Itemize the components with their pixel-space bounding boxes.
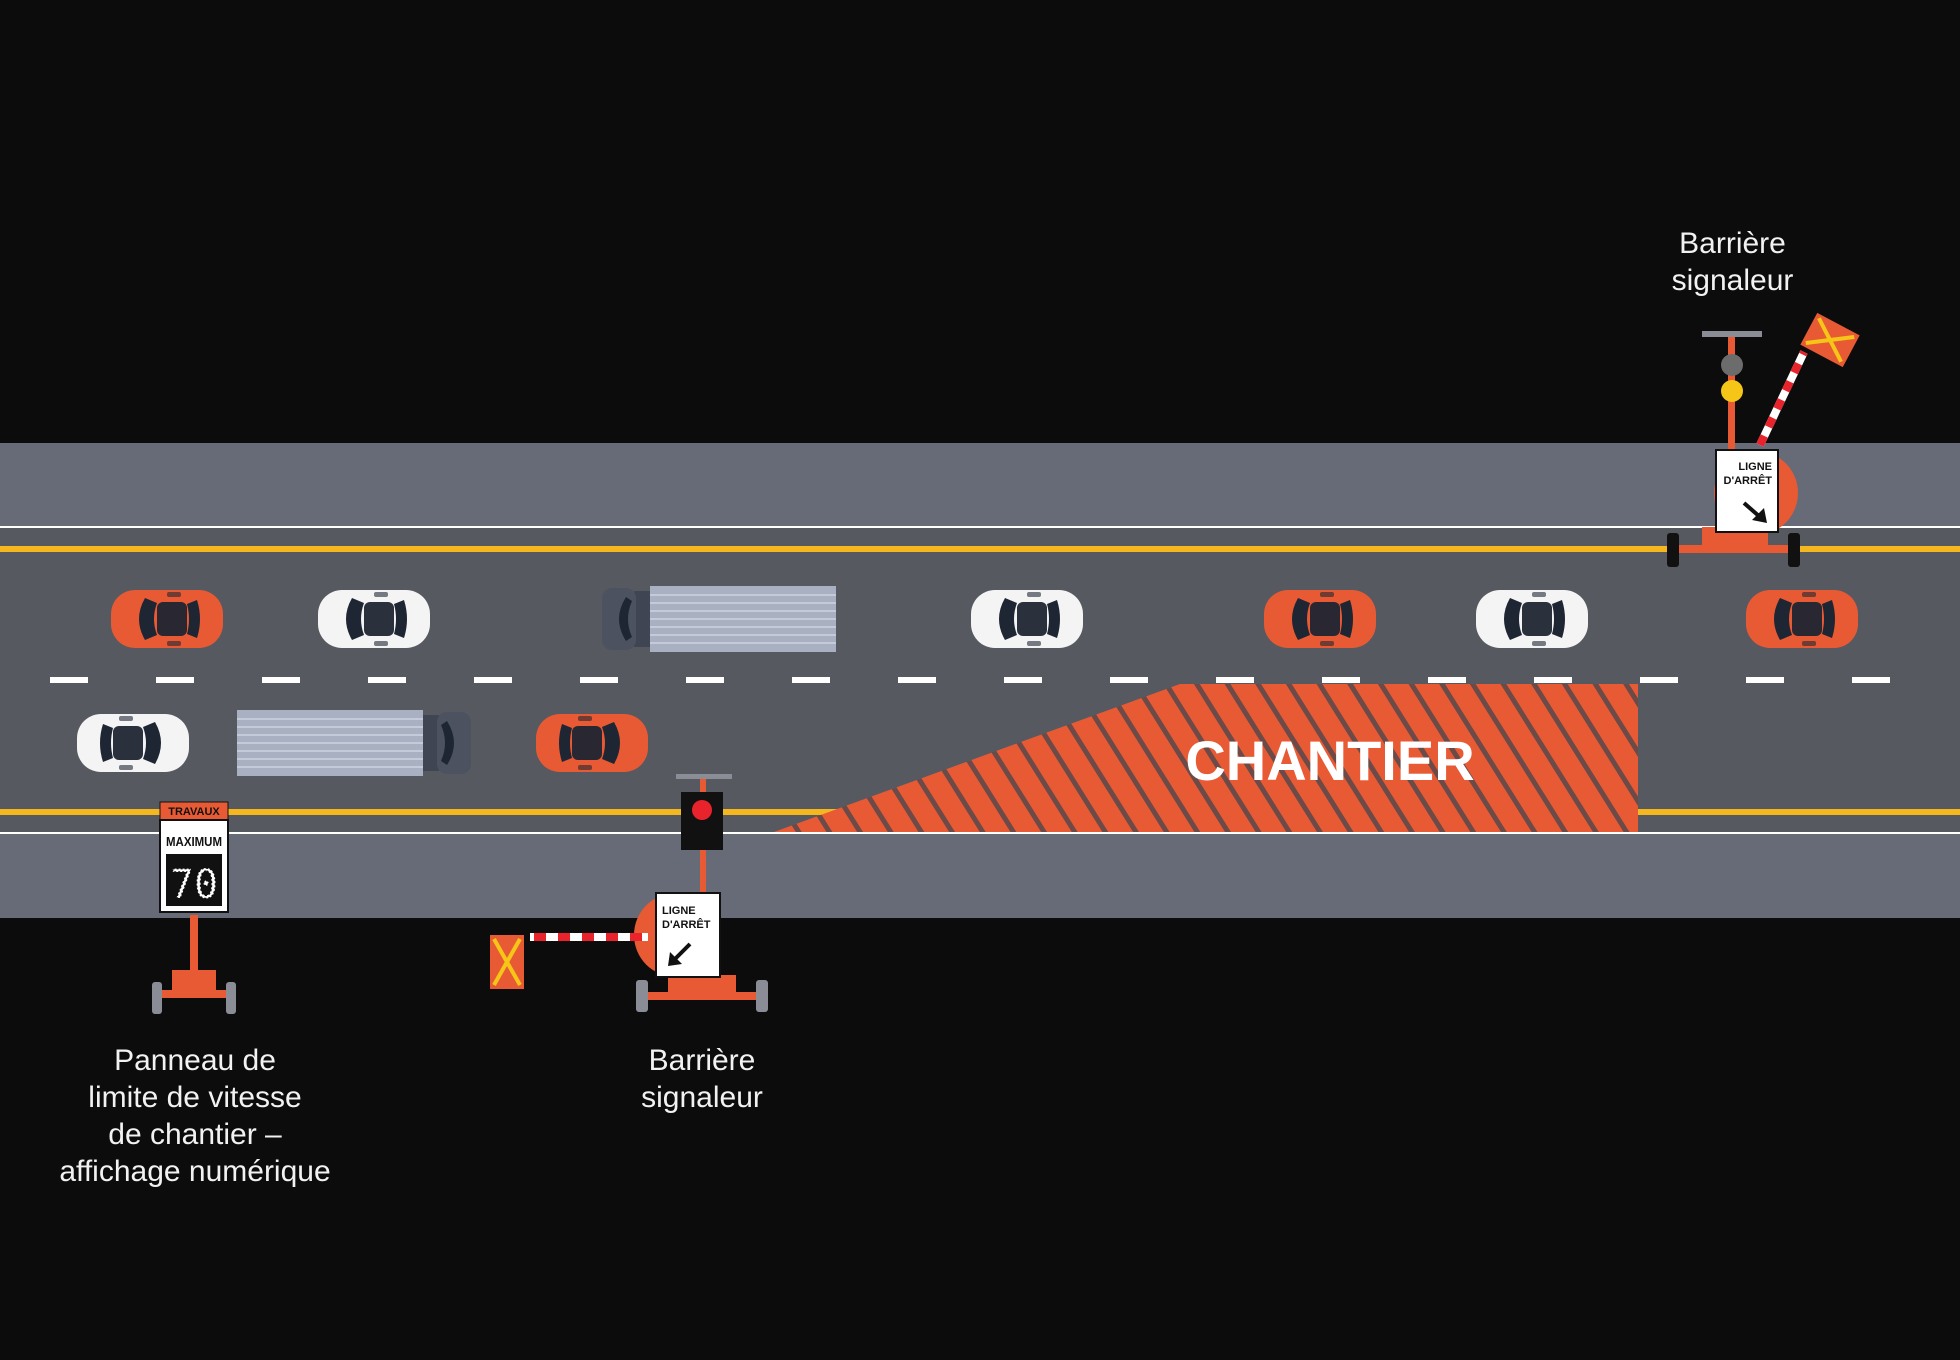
flagger-barrier-bottom: LIGNE D'ARRÊT <box>490 774 768 1012</box>
barrier-top-label: Barrière signaleur <box>1671 227 1794 297</box>
car-white <box>1476 590 1588 648</box>
speed-sign-title: MAXIMUM <box>166 834 222 849</box>
car-orange <box>536 714 648 772</box>
car-orange <box>111 590 223 648</box>
speed-sign-value: 70 <box>170 862 218 908</box>
stop-line-sign-line1: LIGNE <box>1738 461 1772 473</box>
arrow-down-right-icon <box>1742 501 1767 523</box>
truck-gray <box>601 585 837 653</box>
stop-line-sign-line2: D'ARRÊT <box>1724 474 1773 487</box>
flagger-barrier-top: LIGNE D'ARRÊT <box>1667 312 1860 567</box>
car-white <box>318 590 430 648</box>
speed-limit-sign: TRAVAUX MAXIMUM 70 <box>152 801 236 1014</box>
speed-sign-label: Panneau de limite de vitesse de chantier… <box>59 1044 331 1188</box>
car-white <box>971 590 1083 648</box>
bottom-shoulder <box>0 833 1960 918</box>
car-orange <box>1746 590 1858 648</box>
arrow-down-left-icon <box>668 942 692 966</box>
speed-sign-header: TRAVAUX <box>168 806 220 818</box>
stop-line-sign-line1: LIGNE <box>662 905 696 917</box>
car-white <box>77 714 189 772</box>
red-light-icon <box>692 800 712 820</box>
flag-x-icon <box>1800 312 1860 368</box>
stop-line-sign-line2: D'ARRÊT <box>662 918 711 931</box>
yellow-light-icon <box>1721 380 1743 402</box>
top-shoulder <box>0 443 1960 527</box>
truck-gray <box>236 709 472 777</box>
car-orange <box>1264 590 1376 648</box>
work-zone-label: CHANTIER <box>1185 729 1474 792</box>
barrier-bottom-label: Barrière signaleur <box>641 1044 763 1114</box>
